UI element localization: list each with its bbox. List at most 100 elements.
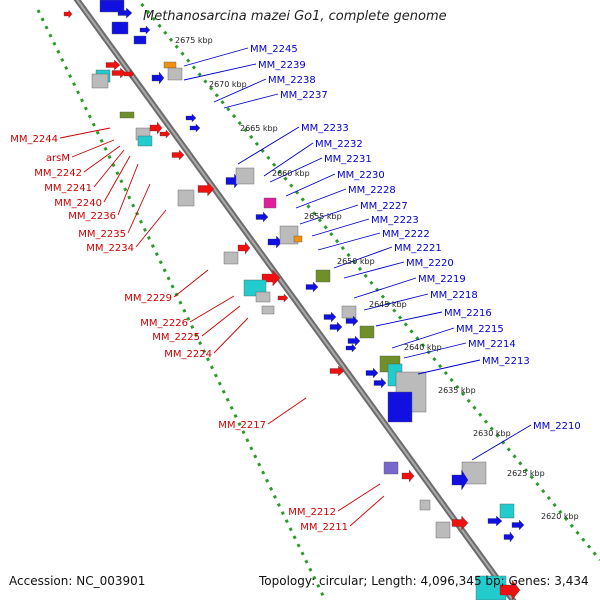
gene-label-reverse: MM_2242	[34, 168, 82, 179]
label-leader-line	[83, 145, 121, 173]
gene-arrow	[373, 377, 387, 389]
genome-backbone-highlight	[76, 0, 514, 600]
label-leader-line	[333, 246, 393, 269]
gene-arrow	[189, 123, 201, 133]
label-leader-line	[471, 424, 532, 461]
gene-label-forward: MM_2210	[533, 421, 581, 432]
label-leader-line	[417, 359, 481, 375]
gene-label-forward: MM_2222	[382, 229, 430, 240]
gene-label-layer: MM_2245MM_2239MM_2238MM_2237MM_2233MM_22…	[10, 44, 580, 533]
kbp-tick-label: 2665 kbp	[240, 124, 278, 133]
label-leader-line	[353, 277, 417, 299]
gene-label-forward: MM_2228	[348, 185, 396, 196]
gene-arrow	[111, 67, 127, 79]
label-leader-line	[183, 63, 257, 81]
label-leader-layer	[59, 47, 532, 527]
gene-block	[255, 291, 271, 303]
gene-block	[177, 189, 195, 207]
label-leader-line	[337, 483, 381, 512]
gene-label-forward: MM_2223	[371, 215, 419, 226]
gene-label-forward: MM_2220	[406, 258, 454, 269]
gene-block	[263, 197, 277, 209]
label-leader-line	[59, 127, 111, 139]
gene-arrow	[305, 281, 319, 293]
gene-arrow	[159, 129, 171, 139]
gene-arrow	[139, 25, 151, 35]
gene-block	[419, 499, 431, 511]
label-leader-line	[117, 163, 139, 216]
kbp-tick-label: 2635 kbp	[438, 386, 476, 395]
gene-arrow	[267, 235, 283, 249]
gene-block	[435, 521, 451, 539]
gene-arrow	[117, 7, 133, 19]
gene-block	[91, 73, 109, 89]
gene-arrow	[401, 469, 415, 483]
gene-arrow	[345, 315, 359, 327]
label-leader-line	[213, 317, 249, 354]
gene-arrow	[63, 9, 73, 19]
label-leader-line	[269, 157, 323, 183]
gene-label-reverse: MM_2240	[54, 198, 102, 209]
label-leader-line	[299, 204, 359, 225]
gene-block	[261, 305, 275, 315]
gene-label-forward: MM_2218	[430, 290, 478, 301]
label-leader-line	[311, 218, 370, 237]
gene-arrow	[255, 211, 269, 223]
label-leader-line	[237, 126, 300, 165]
kbp-tick-label: 2645 kbp	[369, 300, 407, 309]
kbp-tick-label: 2670 kbp	[209, 80, 247, 89]
gene-arrow	[503, 531, 515, 543]
label-leader-line	[223, 93, 279, 109]
gene-label-reverse: MM_2212	[288, 507, 336, 518]
gene-label-reverse: MM_2235	[78, 229, 126, 240]
gene-block	[387, 391, 413, 423]
label-leader-line	[213, 78, 267, 103]
kbp-tick-label: 2675 kbp	[175, 36, 213, 45]
gene-label-forward: MM_2221	[394, 243, 442, 254]
gene-block	[99, 0, 125, 13]
gene-arrow	[347, 335, 361, 347]
label-leader-line	[127, 183, 151, 234]
gene-label-forward: MM_2238	[268, 75, 316, 86]
kbp-tick-label: 2640 kbp	[404, 343, 442, 352]
gene-label-reverse: MM_2229	[124, 293, 172, 304]
gene-label-forward: MM_2233	[301, 123, 349, 134]
gene-label-reverse: MM_2225	[152, 332, 200, 343]
gene-label-forward: MM_2215	[456, 324, 504, 335]
label-leader-line	[201, 305, 241, 337]
gene-arrow	[365, 367, 379, 379]
gene-arrow	[487, 515, 503, 527]
gene-label-reverse: arsM	[46, 153, 70, 164]
gene-arrow	[451, 515, 469, 531]
label-leader-line	[343, 261, 405, 279]
label-leader-line	[403, 342, 467, 359]
label-leader-line	[183, 47, 249, 67]
label-leader-line	[135, 209, 167, 248]
label-leader-line	[349, 495, 385, 527]
gene-arrow	[151, 71, 165, 85]
gene-layer	[63, 0, 525, 600]
gene-label-forward: MM_2231	[324, 154, 372, 165]
gene-arrow	[499, 579, 521, 600]
label-leader-line	[295, 188, 347, 209]
gene-arrow	[149, 121, 163, 135]
gene-label-reverse: MM_2217	[218, 420, 266, 431]
gene-block	[167, 67, 183, 81]
gene-arrow	[277, 293, 289, 303]
label-leader-line	[375, 311, 443, 327]
kbp-tick-label: 2625 kbp	[507, 469, 545, 478]
gene-label-reverse: MM_2236	[68, 211, 116, 222]
gene-block	[133, 35, 147, 45]
gene-label-forward: MM_2214	[468, 339, 516, 350]
genome-title: Methanosarcina mazei Go1, complete genom…	[143, 9, 447, 24]
gene-label-reverse: MM_2241	[44, 183, 92, 194]
gene-block	[223, 251, 239, 265]
kbp-tick-label: 2655 kbp	[304, 212, 342, 221]
gene-block	[235, 167, 255, 185]
label-leader-line	[189, 295, 235, 323]
gene-arrow	[123, 69, 135, 79]
gene-arrow	[451, 469, 469, 491]
gene-block	[279, 225, 299, 245]
gene-label-forward: MM_2230	[337, 170, 385, 181]
